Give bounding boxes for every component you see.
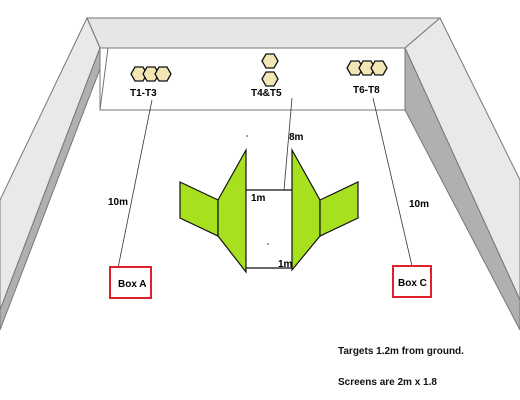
screens xyxy=(179,147,359,274)
targets-t1-t3 xyxy=(130,66,172,82)
marker-dot xyxy=(246,135,248,137)
floor-line-left xyxy=(99,47,109,111)
screen-panel-right-inner xyxy=(291,147,321,272)
top-wall xyxy=(86,17,442,49)
box-a xyxy=(109,266,152,299)
box-c xyxy=(392,265,432,298)
distance-line-center xyxy=(283,97,293,191)
right-wall-top xyxy=(404,17,520,301)
box-a-label: Box A xyxy=(118,279,147,290)
left-wall-top xyxy=(0,16,101,311)
target-hex xyxy=(370,60,388,76)
target-label-t1-t3: T1-T3 xyxy=(130,88,157,99)
distance-label-left: 10m xyxy=(108,197,128,208)
distance-label-right: 10m xyxy=(409,199,429,210)
target-label-t4-t5: T4&T5 xyxy=(251,88,282,99)
marker-dot xyxy=(267,243,269,245)
distance-label-center: 8m xyxy=(289,132,304,143)
target-hex xyxy=(261,53,279,69)
box-c-label: Box C xyxy=(398,278,427,289)
note-targets-height: Targets 1.2m from ground. xyxy=(338,346,464,357)
gap-label-top: 1m xyxy=(251,193,266,204)
targets-t6-t8 xyxy=(346,60,388,76)
targets-t4-t5 xyxy=(261,53,279,87)
screen-panel-left-outer xyxy=(179,181,219,237)
distance-line-left xyxy=(117,99,153,269)
screen-panel-left-inner xyxy=(217,147,247,274)
target-hex xyxy=(261,71,279,87)
gap-label-bottom: 1m xyxy=(278,259,293,270)
target-label-t6-t8: T6-T8 xyxy=(353,85,380,96)
distance-line-right xyxy=(372,97,413,267)
note-screen-size: Screens are 2m x 1.8 xyxy=(338,377,437,388)
screen-panel-right-outer xyxy=(319,181,359,237)
target-hex xyxy=(154,66,172,82)
